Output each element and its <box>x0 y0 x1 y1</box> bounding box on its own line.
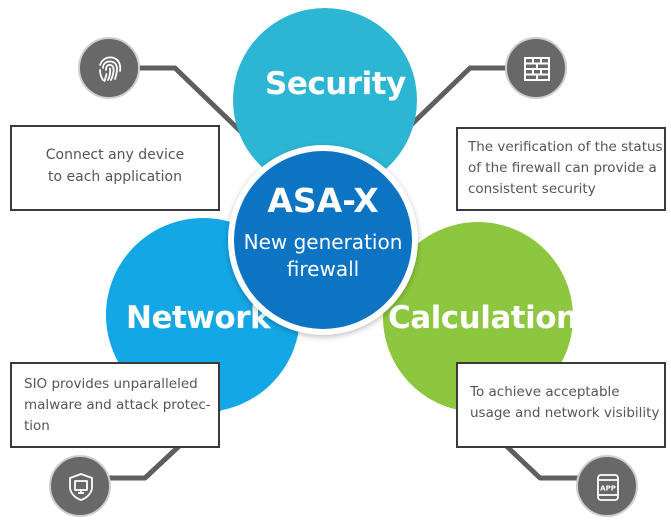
info-box-bottom-left-line1: SIO provides unparalleled <box>24 376 198 392</box>
connector-bottom-right <box>495 435 583 481</box>
shield-monitor-icon <box>49 455 111 517</box>
info-box-top-right-line3: consistent security <box>468 181 596 197</box>
info-box-top-right-line1: The verification of the status <box>468 139 663 155</box>
info-box-top-left-line1: Connect any device <box>45 147 185 163</box>
info-box-top-left: Connect any device to each application <box>10 125 220 211</box>
info-box-top-right: The verification of the status of the fi… <box>456 127 666 211</box>
connector-top-left <box>137 65 265 155</box>
info-box-top-left-line2: to each application <box>48 169 182 185</box>
info-box-bottom-right-line2: usage and network visibility <box>470 405 660 421</box>
center-subtitle-line2: firewall <box>286 257 360 281</box>
info-box-bottom-right: To achieve acceptable usage and network … <box>456 362 666 448</box>
center-subtitle: New generation firewall <box>234 229 412 283</box>
info-box-bottom-right-line1: To achieve acceptable <box>470 384 620 400</box>
fingerprint-icon <box>78 37 140 99</box>
info-box-top-right-line2: of the firewall can provide a <box>468 160 657 176</box>
center-title: ASA-X <box>267 181 379 220</box>
info-box-bottom-left: SIO provides unparalleled malware and at… <box>10 362 220 448</box>
calculation-label: Calculation <box>388 300 578 336</box>
center-hub-inner: ASA-X New generation firewall <box>234 151 412 329</box>
app-device-icon: APP <box>576 455 638 517</box>
app-icon-label: APP <box>600 485 616 493</box>
center-subtitle-line1: New generation <box>243 230 403 254</box>
info-box-bottom-left-line2: malware and attack protec- <box>24 397 211 413</box>
network-label: Network <box>126 300 271 336</box>
firewall-brick-icon <box>505 37 567 99</box>
security-label: Security <box>265 66 406 102</box>
center-hub: ASA-X New generation firewall <box>228 145 418 335</box>
info-box-bottom-left-line3: tion <box>24 418 50 434</box>
